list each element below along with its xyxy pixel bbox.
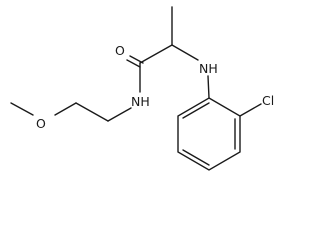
amide-nh-label: NH <box>131 94 150 109</box>
bond-ch2-o <box>54 102 77 116</box>
molecule-drawing: O NH O NH Cl <box>10 6 274 171</box>
ring-double-3 <box>182 102 210 119</box>
bond-co-double-2 <box>126 59 141 68</box>
chlorine-label: Cl <box>262 93 274 108</box>
bond-nh-ring <box>207 75 210 99</box>
bond-alpha-carbonyl <box>139 44 173 64</box>
amine-nh-label: NH <box>199 61 218 76</box>
bond-layer <box>10 6 262 171</box>
structure-canvas: O NH O NH Cl <box>10 6 274 171</box>
ring-double-2 <box>182 149 210 166</box>
bond-alpha-nh <box>171 44 199 61</box>
bond-co-double-1 <box>129 55 144 64</box>
benzene-ring <box>177 97 241 171</box>
bond-o-methyl <box>10 102 34 116</box>
ether-oxygen-label: O <box>36 116 46 131</box>
bond-ring-cl <box>239 103 262 117</box>
label-layer: O NH O NH Cl <box>36 43 274 131</box>
bond-ch2-ch2 <box>75 102 109 122</box>
carbonyl-oxygen-label: O <box>115 43 125 58</box>
bond-nh-ch2 <box>107 107 132 122</box>
